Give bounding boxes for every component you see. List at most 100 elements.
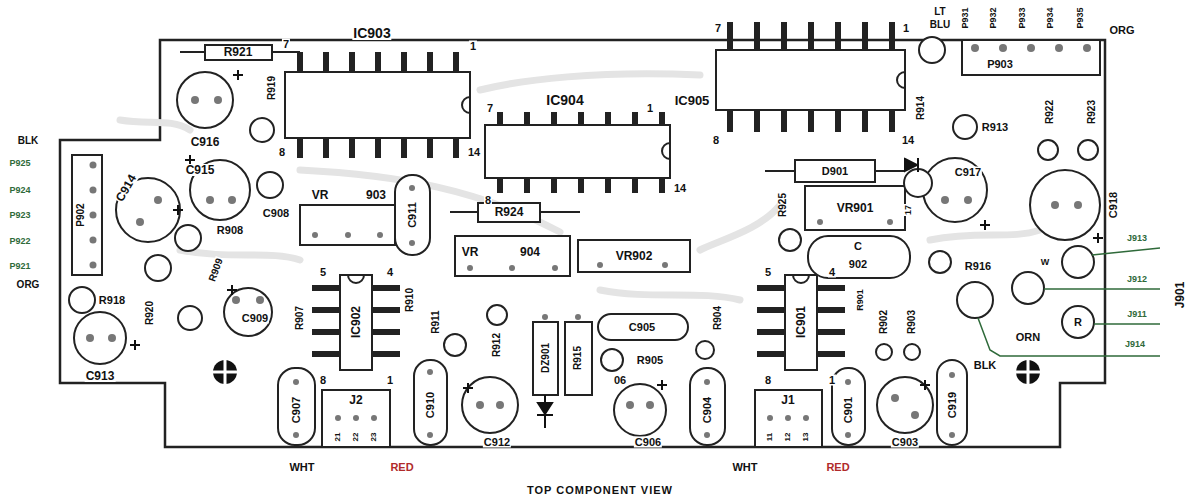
solder-pad bbox=[1062, 246, 1094, 278]
part-label: BLK bbox=[17, 136, 40, 146]
pad-hole bbox=[214, 96, 222, 104]
part-label: 17 bbox=[904, 204, 913, 216]
pad-hole bbox=[1027, 44, 1035, 52]
pad-hole bbox=[312, 232, 318, 238]
part-label: 903 bbox=[365, 189, 387, 201]
caption-text: TOP COMPONENT VIEW bbox=[527, 485, 673, 496]
part-label: J912 bbox=[1126, 275, 1148, 284]
part-label: ORN bbox=[1015, 332, 1041, 343]
ic-body bbox=[285, 50, 905, 370]
connector-outline bbox=[322, 390, 390, 447]
part-label: J911 bbox=[1126, 310, 1148, 319]
part-label: P935 bbox=[1076, 6, 1085, 29]
part-label: 8 bbox=[764, 375, 772, 386]
part-label: R924 bbox=[494, 206, 525, 218]
part-label: IC903 bbox=[352, 26, 391, 40]
part-label: 7 bbox=[486, 103, 494, 114]
lead-wire bbox=[978, 318, 1160, 356]
pad-hole bbox=[371, 415, 377, 421]
capacitor-outline bbox=[395, 175, 430, 255]
ic-notch bbox=[462, 97, 470, 113]
connector-outline bbox=[962, 40, 1100, 75]
part-label: R bbox=[1073, 317, 1083, 328]
pad-hole bbox=[427, 432, 433, 438]
capacitor-outline bbox=[74, 312, 126, 364]
part-label: R914 bbox=[916, 95, 926, 121]
solder-pad bbox=[1062, 306, 1094, 338]
pad-hole bbox=[891, 394, 899, 402]
part-label: P923 bbox=[8, 211, 31, 220]
mounting-hole bbox=[213, 360, 237, 384]
ic-notch bbox=[793, 275, 809, 283]
part-label: VR902 bbox=[615, 250, 654, 262]
part-label: LT bbox=[933, 7, 946, 17]
part-label: R923 bbox=[1087, 99, 1097, 125]
pad-hole bbox=[1083, 44, 1091, 52]
solder-pad bbox=[1078, 140, 1098, 160]
part-label: IC905 bbox=[674, 94, 711, 107]
part-label: C903 bbox=[891, 437, 919, 448]
diode-symbol bbox=[917, 158, 919, 172]
part-label: 13 bbox=[802, 432, 810, 443]
solder-pad bbox=[929, 251, 951, 273]
lead-wire bbox=[1092, 248, 1160, 255]
diode-symbol bbox=[537, 158, 918, 428]
part-label: 1 bbox=[902, 23, 910, 34]
diode-symbol bbox=[544, 395, 546, 428]
part-label: P932 bbox=[989, 6, 998, 29]
pad-hole bbox=[345, 232, 351, 238]
capacitor-outline bbox=[690, 368, 725, 445]
lead-wire bbox=[1094, 323, 1160, 325]
pad-hole bbox=[427, 369, 433, 375]
lead-wire bbox=[978, 248, 1160, 356]
solder-pad bbox=[601, 349, 623, 371]
pad-hole bbox=[704, 379, 710, 385]
resistor-body bbox=[565, 322, 592, 395]
diode-symbol bbox=[905, 159, 917, 171]
part-label: C906 bbox=[634, 437, 662, 448]
part-label: 8 bbox=[319, 375, 327, 386]
pad-hole bbox=[646, 401, 654, 409]
part-label: 7 bbox=[282, 39, 290, 50]
resistor-body bbox=[533, 322, 558, 395]
pad-hole bbox=[999, 44, 1007, 52]
copper-trace bbox=[120, 120, 190, 130]
pad-hole bbox=[108, 334, 116, 342]
part-label: R915 bbox=[573, 345, 583, 371]
solder-pad bbox=[250, 118, 274, 142]
ic-notch bbox=[897, 72, 905, 88]
part-label: D901 bbox=[821, 166, 849, 177]
pad-hole bbox=[228, 196, 236, 204]
copper-trace bbox=[700, 205, 780, 250]
polarity-mark bbox=[130, 340, 140, 350]
polarity-mark bbox=[1093, 233, 1103, 243]
part-label: VR bbox=[311, 189, 330, 201]
capacitor-outline bbox=[598, 314, 688, 340]
pad-hole bbox=[206, 196, 214, 204]
part-label: C911 bbox=[407, 201, 418, 229]
part-label: P902 bbox=[76, 202, 86, 227]
part-label: 06 bbox=[613, 375, 627, 386]
pad-hole bbox=[626, 401, 634, 409]
part-label: VR901 bbox=[836, 202, 875, 214]
solder-pad bbox=[957, 282, 993, 318]
mounting-hole bbox=[213, 360, 237, 384]
part-label: R913 bbox=[981, 122, 1009, 133]
solder-pad bbox=[69, 287, 95, 313]
part-label: 4 bbox=[828, 267, 836, 278]
trimmer-outline bbox=[805, 186, 905, 230]
pad-hole bbox=[154, 196, 162, 204]
part-label: 8 bbox=[712, 135, 720, 146]
capacitor-outline bbox=[177, 72, 233, 128]
part-label: C919 bbox=[947, 391, 958, 419]
part-label: P924 bbox=[8, 186, 31, 195]
capacitor-outline bbox=[74, 72, 1100, 445]
part-label: ORG bbox=[16, 280, 41, 290]
solder-pad bbox=[876, 344, 892, 360]
solder-pad bbox=[69, 37, 1098, 371]
part-label: 902 bbox=[848, 259, 868, 270]
part-label: ORG bbox=[1108, 25, 1135, 36]
pad-hole bbox=[409, 185, 415, 191]
connector-outline bbox=[72, 155, 102, 275]
